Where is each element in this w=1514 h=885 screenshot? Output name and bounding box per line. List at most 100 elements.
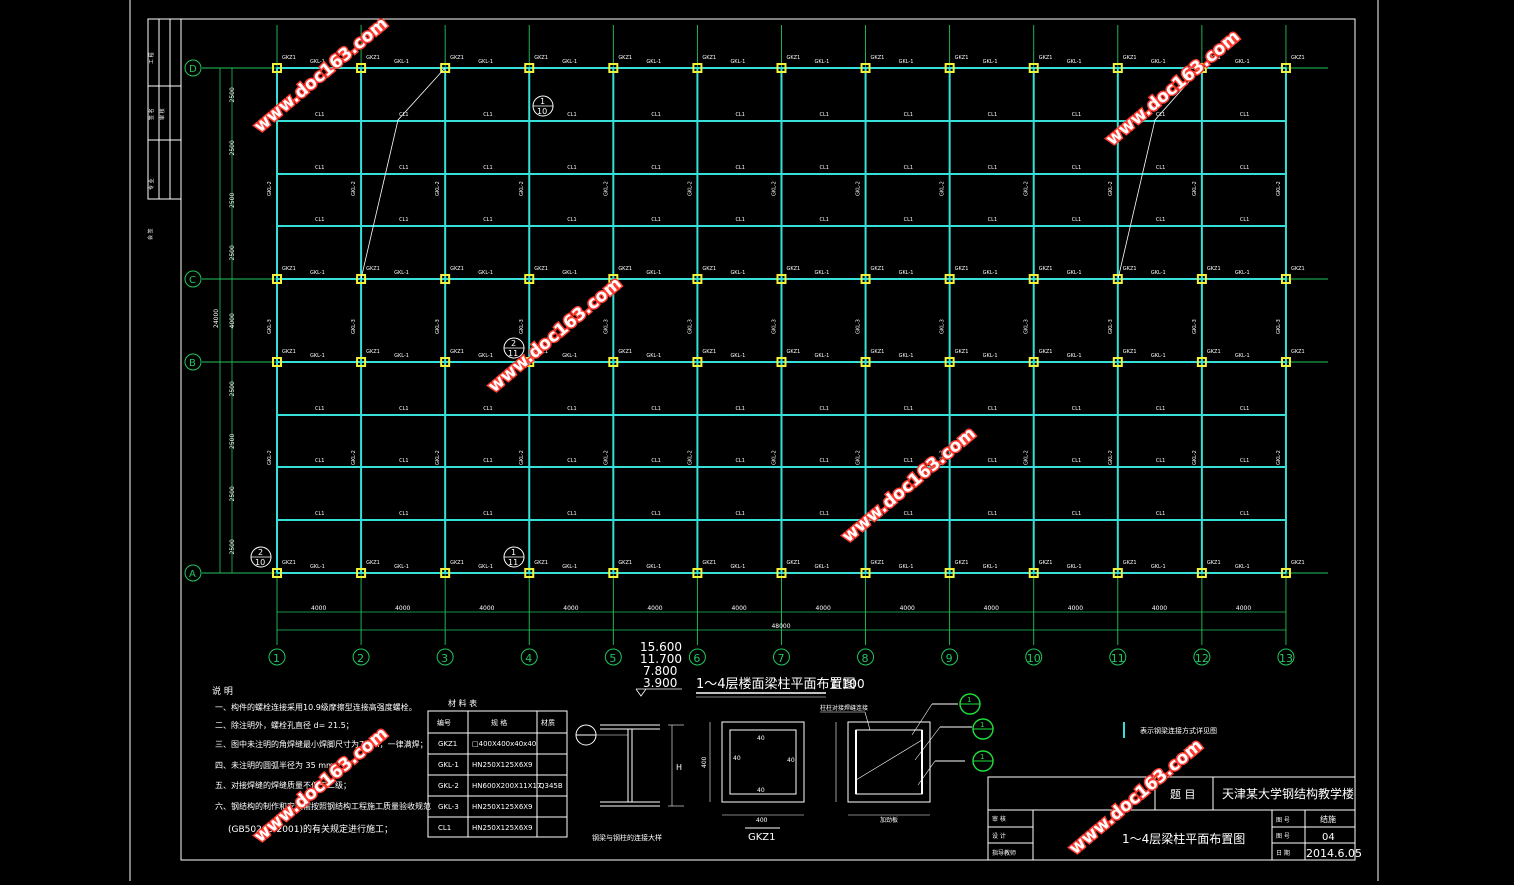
note-item-4: 五、对接焊缝的焊缝质量不低于二级； bbox=[215, 780, 351, 790]
column-marker bbox=[524, 274, 535, 284]
axis-label-1: 1 bbox=[273, 652, 280, 665]
detail-beam-section bbox=[575, 724, 684, 807]
beam-label-x: GKL-1 bbox=[1235, 353, 1250, 359]
beam-label-y: GKL-2 bbox=[435, 181, 441, 196]
note-item-1: 二、除注明外，螺栓孔直径 d= 21.5； bbox=[215, 720, 354, 730]
column-label: GKZ1 bbox=[871, 349, 885, 355]
column-label: GKZ1 bbox=[450, 266, 464, 272]
legend-note-group: 表示钢梁连接方式详见图 bbox=[1123, 722, 1217, 738]
column-dim-height: 400 bbox=[701, 756, 708, 768]
mat-row-1-spec: HN250X125X6X9 bbox=[472, 761, 533, 769]
beam-label-secondary: CL1 bbox=[567, 217, 576, 223]
column-marker bbox=[608, 63, 619, 73]
column-label: GKZ1 bbox=[366, 560, 380, 566]
beam-label-y: GKL-2 bbox=[771, 450, 777, 465]
column-label: GKZ1 bbox=[702, 349, 716, 355]
dim-label-bay: 4000 bbox=[900, 605, 915, 612]
axis-bubble-11 bbox=[1109, 648, 1127, 666]
detail-column-splice bbox=[820, 693, 994, 816]
beam-label-secondary: CL1 bbox=[567, 112, 576, 118]
column-marker bbox=[1112, 568, 1123, 578]
beam-label-y: GKL-2 bbox=[519, 450, 525, 465]
column-label: GKZ1 bbox=[1291, 349, 1305, 355]
beam-label-x: GKL-1 bbox=[730, 59, 745, 65]
dim-label-bay: 4000 bbox=[1068, 605, 1083, 612]
beam-label-secondary: CL1 bbox=[820, 112, 829, 118]
stair-lines bbox=[360, 67, 1202, 280]
beam-layer bbox=[276, 67, 1287, 574]
column-marker bbox=[608, 274, 619, 284]
dim-label-row: 2500 bbox=[229, 193, 236, 208]
column-label: GKZ1 bbox=[534, 55, 548, 61]
beam-label-x: GKL-1 bbox=[815, 353, 830, 359]
beam-label-y: GKL-3 bbox=[687, 319, 693, 334]
beam-label-x: GKL-1 bbox=[394, 353, 409, 359]
beam-label-secondary: CL1 bbox=[735, 511, 744, 517]
column-marker bbox=[1112, 63, 1123, 73]
column-marker bbox=[860, 568, 871, 578]
axis-bubble-1 bbox=[268, 648, 286, 666]
dim-label-row: 2500 bbox=[229, 486, 236, 501]
beam-label-y: GKL-2 bbox=[856, 181, 862, 196]
dim-label-total: 48000 bbox=[771, 623, 790, 630]
beam-label-x: GKL-1 bbox=[646, 564, 661, 570]
beam-label-secondary: CL1 bbox=[483, 112, 492, 118]
mat-header-mat: 材质 bbox=[541, 718, 555, 727]
beam-label-y: GKL-3 bbox=[940, 319, 946, 334]
strip-label-3: 专 业 bbox=[148, 178, 155, 190]
column-marker bbox=[524, 63, 535, 73]
column-marker bbox=[944, 357, 955, 367]
section-mark-bottom: 10 bbox=[255, 558, 265, 567]
beam-label-y: GKL-2 bbox=[1276, 181, 1282, 196]
column-label: GKZ1 bbox=[282, 560, 296, 566]
beam-label-y: GKL-3 bbox=[771, 319, 777, 334]
column-label: GKZ1 bbox=[702, 266, 716, 272]
beam-label-x: GKL-1 bbox=[394, 59, 409, 65]
beam-label-secondary: CL1 bbox=[1240, 217, 1249, 223]
column-marker bbox=[440, 274, 451, 284]
beam-label-y: GKL-3 bbox=[856, 319, 862, 334]
mat-row-4-code: CL1 bbox=[438, 824, 451, 832]
beam-label-y: GKL-3 bbox=[519, 319, 525, 334]
beam-label-x: GKL-1 bbox=[478, 353, 493, 359]
column-label: GKZ1 bbox=[618, 266, 632, 272]
weld-mark-1: 1 bbox=[967, 696, 971, 704]
beam-label-x: GKL-1 bbox=[1151, 59, 1166, 65]
axis-label-6: 6 bbox=[693, 652, 700, 665]
beam-label-secondary: CL1 bbox=[735, 217, 744, 223]
axis-bubble-A bbox=[184, 564, 202, 582]
elevation-3: 3.900 bbox=[643, 676, 677, 690]
column-layer bbox=[272, 63, 1291, 578]
column-label: GKZ1 bbox=[1207, 266, 1221, 272]
strip-label-0: 工 程 bbox=[148, 52, 155, 64]
beam-label-secondary: CL1 bbox=[315, 458, 324, 464]
beam-label-secondary: CL1 bbox=[651, 511, 660, 517]
dim-label-row: 4000 bbox=[229, 313, 236, 328]
column-label: GKZ1 bbox=[1123, 349, 1137, 355]
beam-label-y: GKL-2 bbox=[687, 181, 693, 196]
beam-label-secondary: CL1 bbox=[1156, 112, 1165, 118]
column-label: GKZ1 bbox=[618, 560, 632, 566]
beam-label-secondary: CL1 bbox=[651, 165, 660, 171]
beam-label-secondary: CL1 bbox=[988, 165, 997, 171]
beam-label-y: GKL-2 bbox=[435, 450, 441, 465]
beam-label-x: GKL-1 bbox=[562, 353, 577, 359]
beam-label-secondary: CL1 bbox=[399, 217, 408, 223]
beam-label-x: GKL-1 bbox=[899, 353, 914, 359]
dim-label-bay: 4000 bbox=[311, 605, 326, 612]
title-label-left-0: 审 核 bbox=[992, 815, 1006, 823]
beam-label-secondary: CL1 bbox=[315, 165, 324, 171]
beam-label-y: GKL-2 bbox=[1024, 181, 1030, 196]
beam-label-y: GKL-2 bbox=[1108, 181, 1114, 196]
beam-label-secondary: CL1 bbox=[399, 511, 408, 517]
column-label: GKZ1 bbox=[1207, 560, 1221, 566]
beam-label-secondary: CL1 bbox=[820, 406, 829, 412]
beam-label-secondary: CL1 bbox=[483, 217, 492, 223]
note-item-0: 一、构件的螺栓连接采用10.9级摩擦型连接高强度螺栓。 bbox=[215, 702, 417, 712]
column-dim-t-bottom: 40 bbox=[757, 787, 765, 794]
beam-label-y: GKL-3 bbox=[603, 319, 609, 334]
beam-label-secondary: CL1 bbox=[399, 112, 408, 118]
axis-label-7: 7 bbox=[777, 652, 784, 665]
